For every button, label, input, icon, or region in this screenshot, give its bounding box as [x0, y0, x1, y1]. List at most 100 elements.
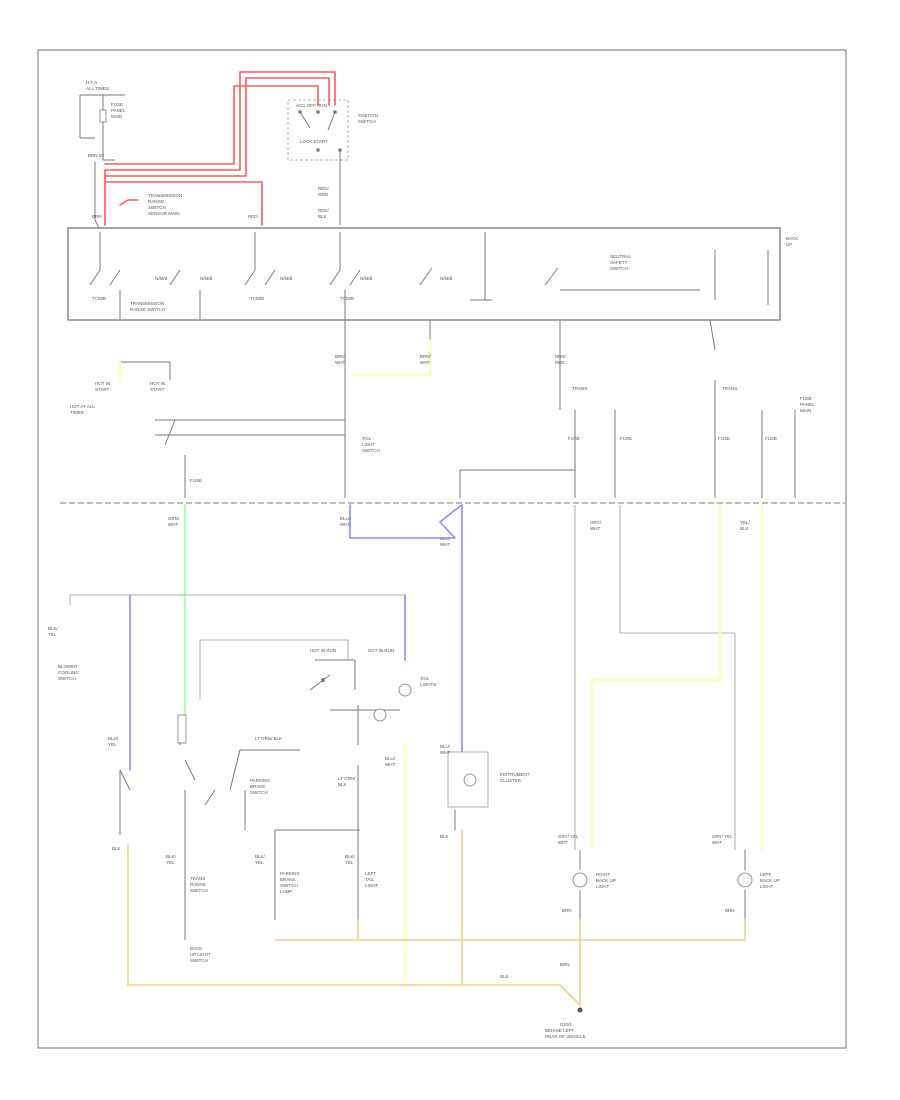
svg-text:BRN: BRN [92, 214, 102, 219]
svg-text:BLK: BLK [318, 214, 327, 219]
svg-text:HOT IN RUN: HOT IN RUN [310, 648, 336, 653]
svg-text:SWITCH: SWITCH [610, 266, 628, 271]
svg-text:N/M/B: N/M/B [280, 276, 293, 281]
svg-text:SWITCH: SWITCH [362, 448, 380, 453]
svg-text:YEL: YEL [108, 742, 117, 747]
svg-text:TRANS: TRANS [722, 386, 737, 391]
svg-text:PANEL: PANEL [800, 402, 815, 407]
blue-wire-top [349, 504, 463, 771]
svg-text:BLU/: BLU/ [340, 516, 351, 521]
svg-text:LEFT: LEFT [760, 872, 771, 877]
svg-text:BLK: BLK [440, 834, 449, 839]
svg-text:PARKING: PARKING [250, 778, 270, 783]
svg-text:WHT: WHT [335, 360, 345, 365]
left-switch-stack: BLK/ YEL BLOWER COOLING SWITCH BLU/ YEL … [48, 626, 396, 963]
svg-text:PANEL: PANEL [111, 108, 126, 113]
svg-text:RED: RED [248, 214, 258, 219]
svg-text:BACK UP: BACK UP [596, 878, 616, 883]
svg-text:UP: UP [786, 242, 792, 247]
svg-text:RANGE: RANGE [190, 882, 206, 887]
svg-text:BACK UP: BACK UP [760, 878, 780, 883]
svg-text:WHT: WHT [440, 542, 450, 547]
svg-text:SWITCH: SWITCH [358, 119, 376, 124]
svg-text:COOLING: COOLING [58, 670, 79, 675]
svg-text:N/M/B: N/M/B [360, 276, 373, 281]
svg-text:REAR OF VEHICLE: REAR OF VEHICLE [545, 1034, 586, 1039]
svg-text:SWITCH: SWITCH [58, 676, 76, 681]
svg-text:MAIN: MAIN [111, 114, 122, 119]
svg-text:TRANSMISSION: TRANSMISSION [148, 193, 182, 198]
svg-text:YEL: YEL [166, 860, 175, 865]
ignition-switch: IGNITION SWITCH ACC OFF RUN LOCK START R… [287, 99, 378, 225]
svg-text:RANGE: RANGE [148, 199, 164, 204]
svg-text:UP LIGHT: UP LIGHT [190, 952, 211, 957]
svg-text:TCM/B: TCM/B [92, 296, 106, 301]
svg-text:LT GRN/: LT GRN/ [338, 776, 356, 781]
svg-text:ALL TIMES: ALL TIMES [86, 86, 109, 91]
svg-text:HOT IN: HOT IN [95, 381, 110, 386]
svg-text:BLU/: BLU/ [108, 736, 119, 741]
transmission-control-module: TCM/B N/M/B TCM/B TCM/B N/M/B N/M/B N/M/… [67, 227, 798, 321]
svg-text:LEFT: LEFT [365, 871, 376, 876]
svg-text:WHT: WHT [385, 762, 395, 767]
svg-text:BRN: BRN [560, 962, 570, 967]
svg-text:WHT: WHT [558, 840, 568, 845]
ground-point: G103 BEHIND LEFT REAR OF VEHICLE BLK BRN [500, 962, 586, 1039]
svg-text:BLK: BLK [338, 782, 347, 787]
svg-text:BLU/: BLU/ [385, 756, 396, 761]
svg-text:BRN/: BRN/ [335, 354, 347, 359]
svg-text:BEHIND LEFT: BEHIND LEFT [545, 1028, 575, 1033]
svg-text:TAIL: TAIL [420, 676, 430, 681]
svg-text:BLK/: BLK/ [48, 626, 59, 631]
svg-text:SWITCH: SWITCH [280, 883, 298, 888]
svg-text:FUSE: FUSE [718, 436, 730, 441]
svg-text:TRANS: TRANS [190, 876, 205, 881]
svg-text:FUSE: FUSE [765, 436, 777, 441]
svg-text:H T A: H T A [86, 80, 97, 85]
svg-text:BRN: BRN [725, 908, 735, 913]
svg-text:BLK: BLK [112, 846, 121, 851]
svg-text:SWITCH: SWITCH [250, 790, 268, 795]
yellow-wire-lower-1 [591, 504, 721, 851]
svg-text:TAIL: TAIL [362, 436, 372, 441]
svg-text:N/M/B: N/M/B [155, 276, 168, 281]
svg-text:TCM/B: TCM/B [250, 296, 264, 301]
svg-text:TRANSMISSION: TRANSMISSION [130, 301, 164, 306]
svg-text:TIMES: TIMES [70, 410, 84, 415]
gray-wires [69, 505, 736, 850]
svg-text:BLK/: BLK/ [166, 854, 177, 859]
svg-text:BRN/: BRN/ [420, 354, 432, 359]
svg-text:RED/: RED/ [318, 208, 330, 213]
svg-text:GRY/ YEL: GRY/ YEL [712, 834, 733, 839]
instrument-cluster-lamp: INSTRUMENT CLUSTER BLU/ WHT BLK [440, 744, 530, 839]
svg-text:TAIL: TAIL [365, 877, 375, 882]
svg-text:INSTRUMENT: INSTRUMENT [500, 772, 530, 777]
svg-text:BRN: BRN [562, 908, 572, 913]
svg-text:BLK: BLK [740, 526, 749, 531]
svg-text:FUSE: FUSE [800, 396, 812, 401]
svg-text:BRAKE: BRAKE [280, 877, 295, 882]
svg-text:START: START [150, 387, 165, 392]
svg-text:LIGHT: LIGHT [362, 442, 376, 447]
svg-text:RIGHT: RIGHT [596, 872, 610, 877]
svg-text:BRN 5V: BRN 5V [88, 153, 104, 158]
svg-text:BRAKE: BRAKE [250, 784, 265, 789]
back-up-lamps: GRY/ YEL WHT GRY/ YEL WHT RIGHT BACK UP … [558, 834, 780, 920]
svg-text:BLK: BLK [500, 974, 509, 979]
tan-ground-wires [127, 829, 746, 1006]
svg-text:MAIN: MAIN [800, 408, 811, 413]
svg-text:SAFETY: SAFETY [610, 260, 628, 265]
svg-text:ACC OFF RUN: ACC OFF RUN [296, 103, 327, 108]
svg-text:LIGHT: LIGHT [596, 884, 610, 889]
svg-text:NEUTRAL: NEUTRAL [610, 254, 632, 259]
svg-text:HOT IN RUN: HOT IN RUN [368, 648, 394, 653]
middle-wires: BRN/ WHT BRN/ WHT BRN/ RED TRANS TRANS H… [70, 319, 815, 498]
svg-text:CLUSTER: CLUSTER [500, 778, 522, 783]
svg-text:WHT: WHT [712, 840, 722, 845]
svg-text:BLOWER: BLOWER [58, 664, 78, 669]
svg-text:TRANS: TRANS [572, 386, 587, 391]
tail-light-relay: HOT IN RUN HOT IN RUN TAIL LIGHTS [309, 648, 436, 832]
svg-text:YEL: YEL [48, 632, 57, 637]
red-power-wires [104, 71, 336, 226]
svg-text:BLK/: BLK/ [345, 854, 356, 859]
